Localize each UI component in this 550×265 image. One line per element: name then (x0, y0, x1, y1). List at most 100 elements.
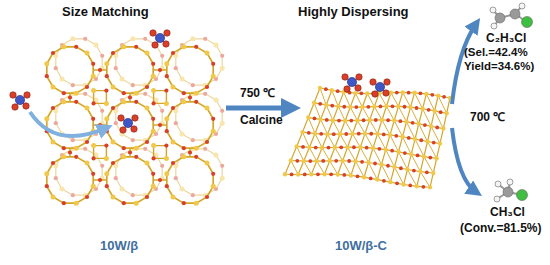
o-atom (158, 68, 162, 72)
section-heading: Size Matching (62, 4, 149, 20)
si-atom (104, 101, 109, 106)
sheet-bond (407, 169, 416, 186)
sheet-bond (314, 88, 320, 103)
sheet-bond (356, 147, 361, 161)
si-atom (145, 51, 150, 56)
si-atom (151, 74, 156, 79)
o-atom (120, 127, 126, 133)
sheet-bond (420, 172, 430, 188)
o-atom (151, 117, 155, 121)
si-atom (365, 91, 369, 95)
o-atom (194, 45, 198, 49)
si-atom (205, 51, 210, 56)
o-atom (334, 159, 338, 163)
framework-ring (107, 157, 153, 203)
o-atom (373, 162, 377, 166)
o-atom (211, 172, 215, 176)
si-atom (181, 154, 186, 159)
si-atom (190, 36, 195, 41)
si-atom (134, 91, 139, 96)
o-atom (390, 149, 394, 153)
si-atom (401, 90, 405, 94)
si-atom (438, 141, 442, 145)
o-atom (164, 144, 168, 148)
si-atom (194, 91, 199, 96)
o-atom (163, 41, 169, 47)
si-atom (181, 44, 186, 49)
sheet-bond (417, 172, 421, 187)
si-atom (362, 175, 366, 179)
o-atom (85, 140, 89, 144)
si-atom (151, 143, 156, 148)
o-atom (391, 104, 395, 108)
o-atom (143, 147, 147, 151)
sheet-bond (373, 134, 377, 148)
condition-label: Calcine (240, 113, 283, 127)
si-atom (405, 167, 409, 171)
si-atom (111, 85, 116, 90)
h-atom (507, 179, 513, 185)
o-atom (182, 91, 186, 95)
si-atom (322, 172, 326, 176)
o-atom (382, 179, 386, 183)
sheet-bond (390, 121, 394, 135)
si-atom (408, 105, 412, 109)
condition-label: 700 ℃ (470, 110, 505, 124)
o-atom (10, 92, 16, 98)
o-atom (290, 173, 294, 177)
sheet-bond (415, 124, 419, 139)
sheet-bond (407, 107, 411, 122)
si-atom (388, 133, 392, 137)
si-atom (444, 111, 448, 115)
o-atom (45, 74, 49, 78)
section-heading: Highly Dispersing (298, 4, 409, 20)
o-atom (68, 150, 72, 154)
o-atom (91, 62, 95, 66)
o-atom (92, 101, 96, 105)
o-atom (164, 30, 170, 36)
si-atom (331, 118, 335, 122)
o-atom (114, 66, 118, 70)
framework-ring (56, 149, 102, 195)
o-atom (337, 119, 341, 123)
si-atom (327, 159, 331, 163)
o-atom (412, 169, 416, 173)
o-atom (111, 106, 115, 110)
o-atom (62, 201, 66, 205)
si-atom (413, 137, 417, 141)
w-atom (155, 33, 164, 42)
si-atom (283, 172, 287, 176)
o-atom (145, 85, 149, 89)
si-atom (111, 140, 116, 145)
o-atom (171, 51, 175, 55)
o-atom (415, 106, 419, 110)
si-atom (441, 126, 445, 130)
framework-ring (107, 47, 153, 93)
o-atom (152, 42, 158, 48)
si-atom (85, 106, 90, 111)
si-atom (313, 131, 317, 135)
framework-ring (56, 39, 102, 85)
si-atom (289, 158, 293, 162)
o-atom (295, 159, 299, 163)
o-atom (342, 105, 346, 109)
o-atom (394, 134, 398, 138)
product-formula: C₂H₃Cl (486, 31, 526, 45)
si-atom (171, 85, 176, 90)
o-atom (411, 121, 415, 125)
si-atom (420, 107, 424, 111)
o-atom (160, 109, 164, 113)
sheet-bond (330, 161, 338, 175)
sheet-bond (382, 150, 386, 165)
framework-ring (107, 102, 153, 148)
si-atom (121, 99, 126, 104)
framework-ring (167, 102, 213, 148)
si-atom (424, 92, 428, 96)
si-atom (366, 160, 370, 164)
si-atom (384, 104, 388, 108)
o-atom (432, 141, 436, 145)
sheet-bond (419, 109, 423, 124)
si-atom (51, 195, 56, 200)
o-atom (74, 155, 78, 159)
o-atom (51, 161, 55, 165)
